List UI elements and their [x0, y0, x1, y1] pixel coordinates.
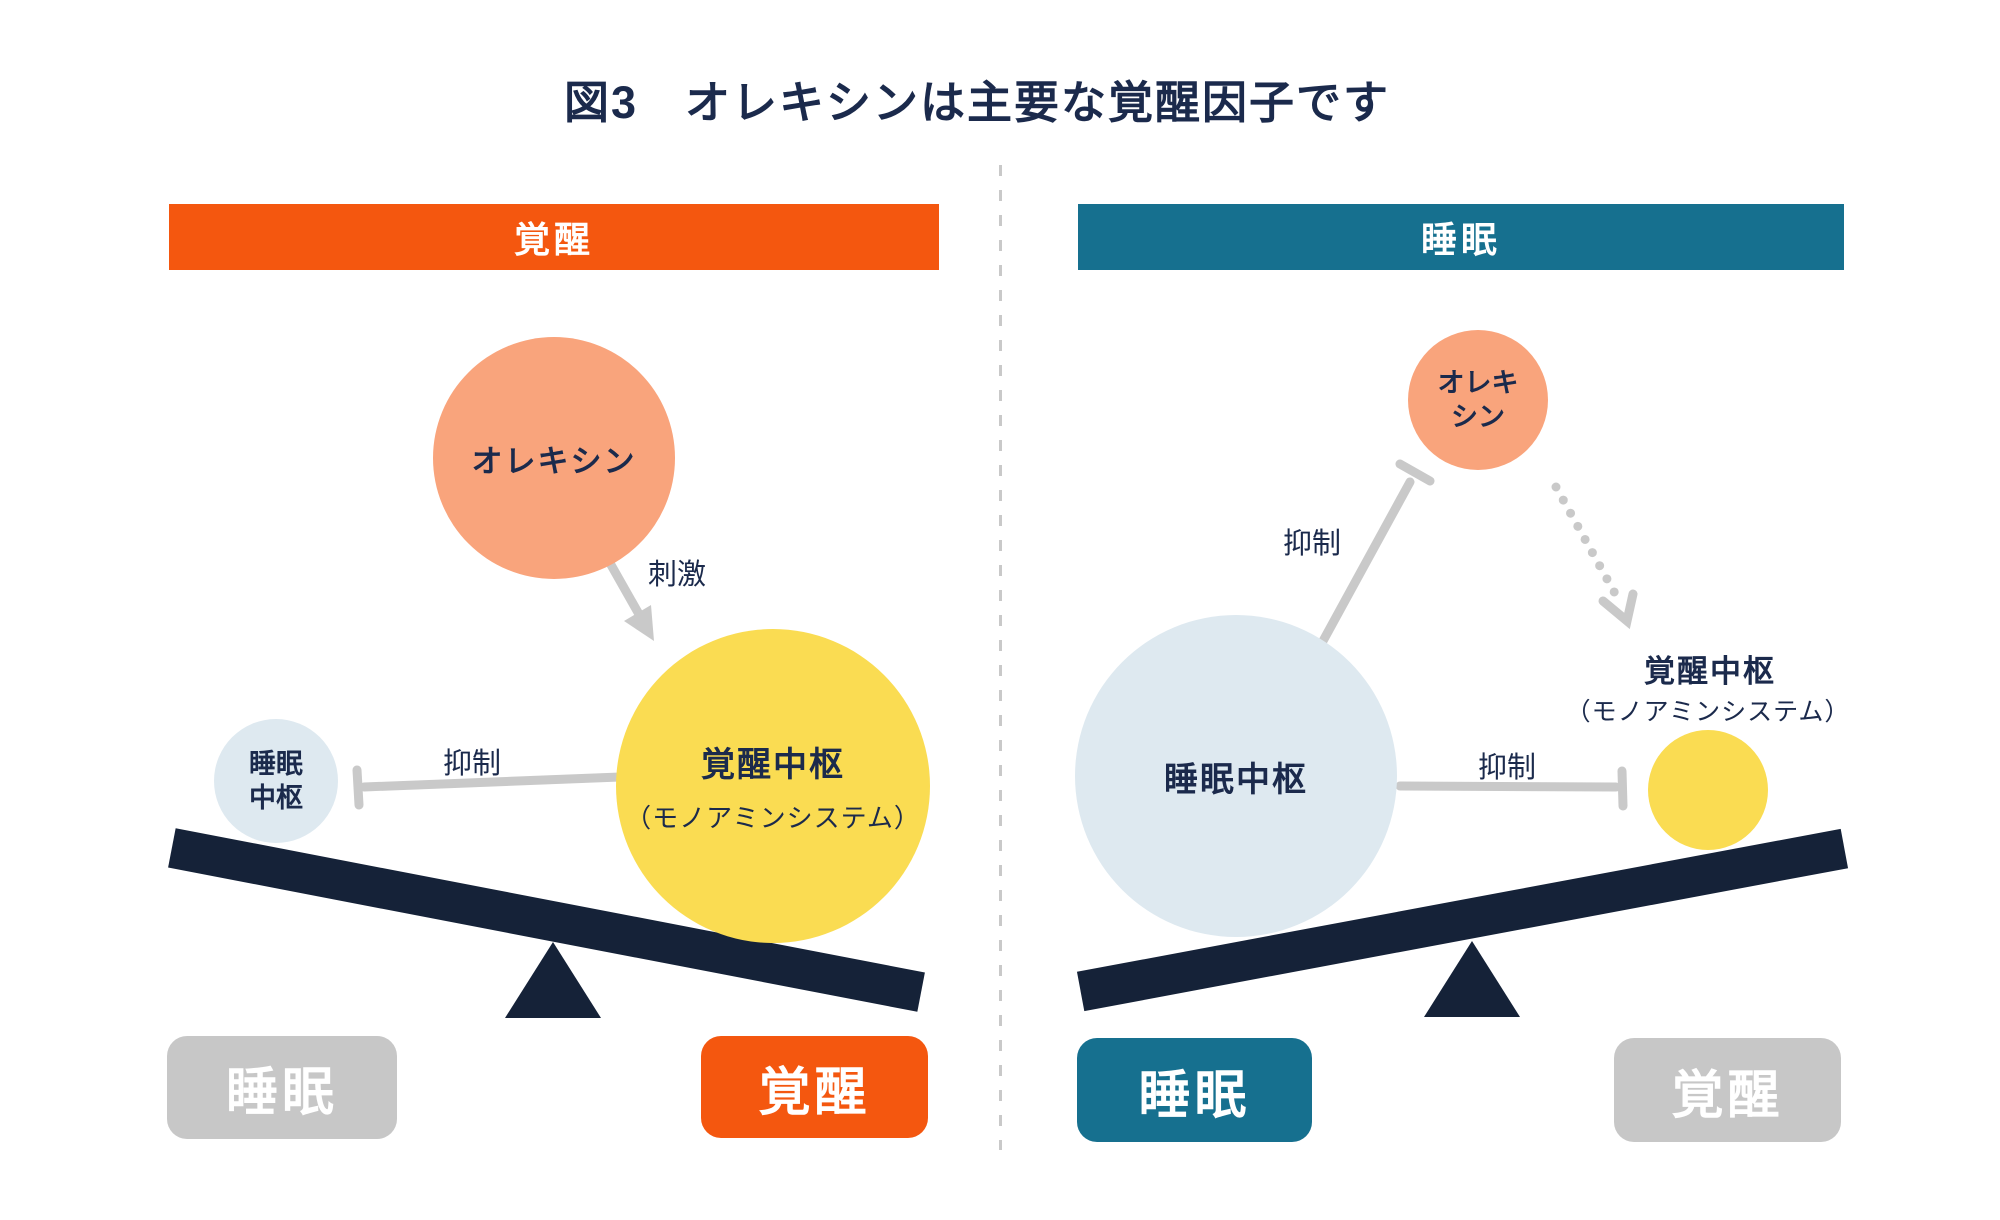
- stimulation-label: 刺激: [648, 559, 707, 591]
- right-wake-center-subtitle: （モノアミンシステム）: [1565, 698, 1851, 726]
- right-orexin-line1: オレキ: [1437, 368, 1519, 398]
- panel-divider: [999, 165, 1002, 1150]
- left-orexin-label: オレキシン: [471, 443, 637, 479]
- right-wake-state-badge: 覚醒: [1614, 1038, 1841, 1142]
- right-sleep-state-badge: 睡眠: [1077, 1038, 1312, 1142]
- right-lower-inhibition-label: 抑制: [1477, 752, 1537, 784]
- left-inhibition-tbar-icon: [352, 765, 364, 810]
- left-panel-header-label: 覚醒: [513, 219, 594, 260]
- stimulation-arrowhead-icon: [624, 605, 654, 641]
- right-seesaw-fulcrum: [1424, 941, 1520, 1017]
- right-wake-state-label: 覚醒: [1671, 1066, 1784, 1125]
- left-panel-header: 覚醒: [169, 204, 939, 270]
- right-panel-header-label: 睡眠: [1420, 219, 1501, 260]
- right-lower-inhibition-line-icon: [1395, 781, 1621, 792]
- right-wake-center-title: 覚醒中枢: [1644, 654, 1776, 689]
- stimulation-arrow-icon: [601, 551, 645, 621]
- left-wake-state-label: 覚醒: [758, 1063, 871, 1122]
- left-seesaw-fulcrum: [505, 942, 601, 1018]
- right-upper-inhibition-label: 抑制: [1282, 528, 1342, 560]
- right-wake-center-circle: [1648, 730, 1768, 850]
- left-wake-center-circle: 覚醒中枢 （モノアミンシステム）: [616, 629, 930, 943]
- right-panel-header: 睡眠: [1078, 204, 1844, 270]
- right-lower-inhibition-tbar-icon: [1617, 766, 1628, 811]
- right-sleep-state-label: 睡眠: [1138, 1066, 1251, 1125]
- left-orexin-circle: オレキシン: [433, 337, 675, 579]
- figure-title: 図3 オレキシンは主要な覚醒因子です: [563, 77, 1391, 128]
- left-sleep-state-label: 睡眠: [225, 1064, 338, 1122]
- left-wake-center-title: 覚醒中枢: [701, 746, 845, 784]
- left-sleep-center-line1: 睡眠: [249, 749, 303, 779]
- right-orexin-circle: オレキ シン: [1408, 330, 1548, 470]
- left-sleep-center-circle: 睡眠 中枢: [214, 719, 338, 843]
- right-upper-inhibition-tbar-icon: [1395, 459, 1435, 486]
- right-sleep-center-label: 睡眠中枢: [1164, 760, 1308, 799]
- left-wake-state-badge: 覚醒: [701, 1036, 928, 1138]
- dotted-arrowhead-icon: [1598, 589, 1638, 630]
- right-sleep-center-circle: 睡眠中枢: [1075, 615, 1397, 937]
- right-orexin-line2: シン: [1451, 402, 1505, 432]
- left-sleep-state-badge: 睡眠: [167, 1036, 397, 1139]
- left-sleep-center-line2: 中枢: [249, 783, 303, 813]
- left-wake-center-subtitle: （モノアミンシステム）: [625, 803, 921, 833]
- dotted-arrow-icon: [1551, 482, 1622, 602]
- left-inhibition-label: 抑制: [442, 748, 502, 780]
